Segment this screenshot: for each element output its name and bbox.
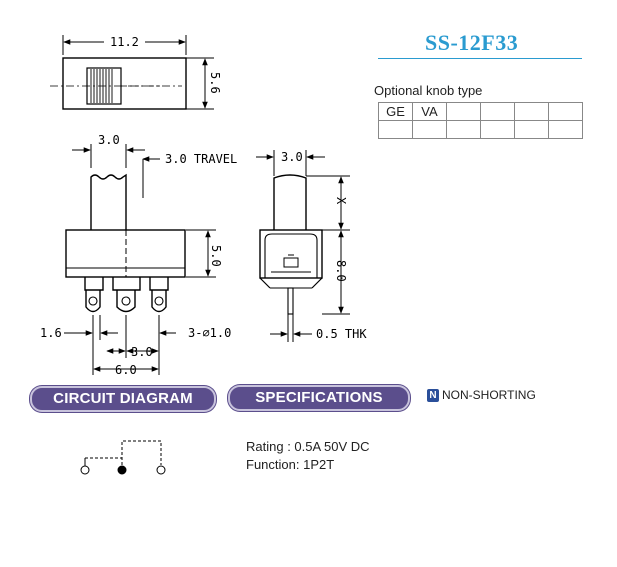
table-cell <box>548 120 583 139</box>
pin-span-label: 6.0 <box>115 363 137 377</box>
table-cell: VA <box>412 102 447 121</box>
table-cell <box>480 120 515 139</box>
n-badge-icon: N <box>427 388 439 402</box>
table-cell: GE <box>378 102 413 121</box>
body-height-label: 5.0 <box>209 245 223 267</box>
table-cell <box>446 102 481 121</box>
spec-rating: Rating : 0.5A 50V DC <box>246 439 370 454</box>
table-cell <box>514 120 549 139</box>
side-height-label: 8.0 <box>334 260 348 282</box>
side-view <box>256 150 350 342</box>
knob-heading: Optional knob type <box>374 83 483 98</box>
table-cell <box>480 102 515 121</box>
front-view <box>64 144 216 375</box>
side-x-label: X <box>334 197 348 205</box>
knob-type-table: GE VA <box>378 102 583 139</box>
non-shorting-text: NON-SHORTING <box>442 388 536 402</box>
pin-pitch-outer-label: 1.6 <box>40 326 62 340</box>
pin-pitch-label: 3.0 <box>131 345 153 359</box>
table-cell <box>548 102 583 121</box>
travel-label: 3.0 TRAVEL <box>165 152 237 166</box>
top-view <box>50 35 214 110</box>
top-height-label: 5.6 <box>208 72 222 94</box>
knob-width-label: 3.0 <box>98 133 120 147</box>
spec-function: Function: 1P2T <box>246 457 335 472</box>
circuit-diagram-heading: CIRCUIT DIAGRAM <box>30 386 216 412</box>
top-width-label: 11.2 <box>110 35 139 49</box>
circuit-symbol <box>80 440 166 475</box>
table-row: GE VA <box>378 102 583 121</box>
table-cell <box>446 120 481 139</box>
table-cell <box>514 102 549 121</box>
title-underline <box>378 58 582 59</box>
side-width-label: 3.0 <box>281 150 303 164</box>
non-shorting-label: N NON-SHORTING <box>427 388 536 402</box>
thickness-label: 0.5 THK <box>316 327 367 341</box>
pin-holes-label: 3-∅1.0 <box>188 326 231 340</box>
specifications-heading: SPECIFICATIONS <box>228 385 410 411</box>
table-cell <box>412 120 447 139</box>
part-number-title: SS-12F33 <box>425 30 519 55</box>
table-row <box>378 120 583 139</box>
table-cell <box>378 120 413 139</box>
